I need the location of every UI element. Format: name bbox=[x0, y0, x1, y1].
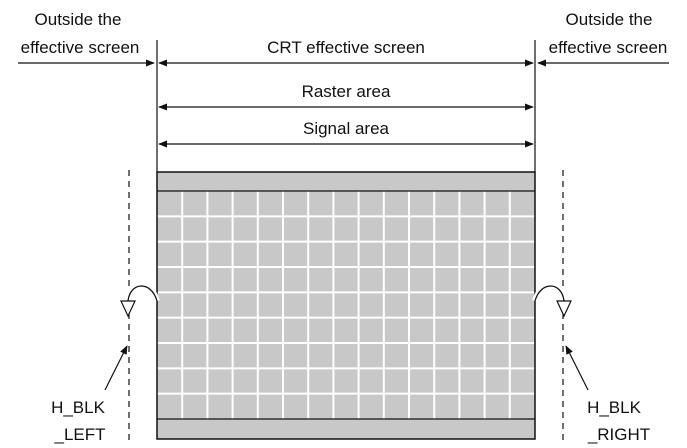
h-blk-left-label-line2: _LEFT bbox=[53, 425, 105, 444]
signal-grid bbox=[157, 191, 535, 419]
signal-area-label: Signal area bbox=[303, 119, 390, 138]
raster-screen bbox=[156, 171, 536, 440]
outside-left-label-line2: effective screen bbox=[21, 38, 140, 57]
outside-right-label-line1: Outside the bbox=[566, 10, 653, 29]
h-blk-right-label-line1: H_BLK bbox=[587, 398, 642, 417]
left-curved-arrow-icon bbox=[120, 283, 160, 318]
screen-border bbox=[156, 171, 536, 440]
crt-effective-screen-label: CRT effective screen bbox=[267, 38, 425, 57]
screen-fill bbox=[157, 172, 535, 439]
h-blk-left-leader-arrow bbox=[104, 345, 128, 391]
right-curved-arrow-icon bbox=[532, 283, 572, 318]
outside-left-label-line1: Outside the bbox=[35, 10, 122, 29]
outside-right-label-line2: effective screen bbox=[549, 38, 668, 57]
raster-area-label: Raster area bbox=[302, 82, 391, 101]
h-blk-right-label-line2: _RIGHT bbox=[587, 425, 650, 444]
h-blk-left-label-line1: H_BLK bbox=[51, 398, 106, 417]
h-blk-right-leader-arrow bbox=[565, 345, 589, 391]
